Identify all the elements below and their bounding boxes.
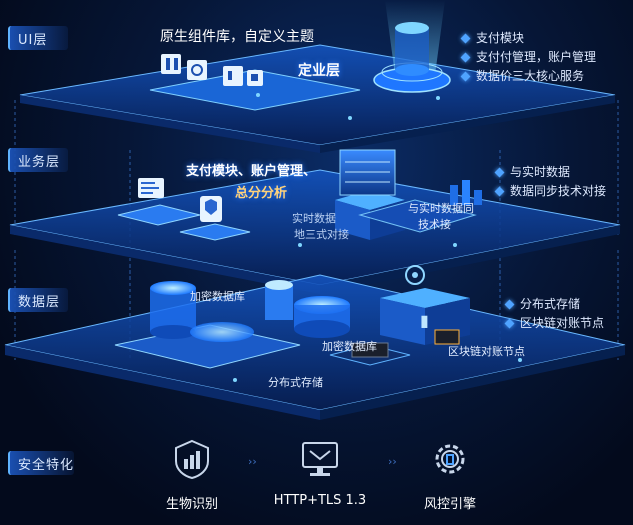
layer-tag-ui: UI层 [8, 26, 68, 50]
security-item-biometric: 生物识别 [127, 437, 257, 512]
data-encrypted-db-label-2: 加密数据库 [322, 338, 377, 354]
ui-bullets: 支付模块 支付付管理，账户管理 数据价三大核心服务 [462, 29, 596, 86]
business-center-1: 与实时数据同 [408, 200, 474, 216]
tls-monitor-icon [298, 437, 342, 481]
bullet-diamond-icon [461, 72, 471, 82]
business-bullet-item: 与实时数据 [496, 163, 606, 182]
ui-bullet-item: 支付模块 [462, 29, 596, 48]
risk-gear-icon [428, 437, 472, 481]
security-item-risk: 风控引擎 [385, 437, 515, 512]
security-label: HTTP+TLS 1.3 [255, 493, 385, 508]
ui-bullet-item: 支付付管理，账户管理 [462, 48, 596, 67]
biometric-chart-icon [170, 437, 214, 481]
data-bullets: 分布式存储 区块链对账节点 [506, 295, 604, 333]
data-bullet-item: 区块链对账节点 [506, 314, 604, 333]
business-center-2: 技术接 [418, 216, 451, 232]
ui-badge: 定业层 [298, 60, 340, 80]
security-item-tls: HTTP+TLS 1.3 [255, 437, 385, 508]
bullet-diamond-icon [495, 187, 505, 197]
data-distributed-label: 分布式存储 [268, 374, 323, 390]
business-bullet-item: 数据同步技术对接 [496, 182, 606, 201]
bullet-diamond-icon [495, 168, 505, 178]
ui-cylinder [374, 0, 450, 92]
data-bullet-item: 分布式存储 [506, 295, 604, 314]
business-headline-1: 支付模块、账户管理、 [186, 160, 316, 179]
business-bullets: 与实时数据 数据同步技术对接 [496, 163, 606, 201]
bullet-diamond-icon [461, 53, 471, 63]
business-headline-2: 总分分析 [235, 182, 287, 201]
business-mid-2: 地三式对接 [294, 226, 349, 242]
ui-headline: 原生组件库，自定义主题 [160, 26, 314, 46]
security-label: 风控引擎 [385, 493, 515, 512]
data-node-label: 区块链对账节点 [448, 343, 525, 359]
security-label: 生物识别 [127, 493, 257, 512]
bullet-diamond-icon [505, 319, 515, 329]
layer-tag-business: 业务层 [8, 148, 68, 172]
data-encrypted-db-label-1: 加密数据库 [190, 288, 245, 304]
business-mid-1: 实时数据 [292, 210, 336, 226]
bullet-diamond-icon [461, 34, 471, 44]
layer-tag-data: 数据层 [8, 288, 68, 312]
svg-text:▮: ▮ [420, 311, 429, 330]
bullet-diamond-icon [505, 300, 515, 310]
ui-bullet-item: 数据价三大核心服务 [462, 67, 596, 86]
layer-tag-security: 安全特化 [8, 451, 74, 475]
